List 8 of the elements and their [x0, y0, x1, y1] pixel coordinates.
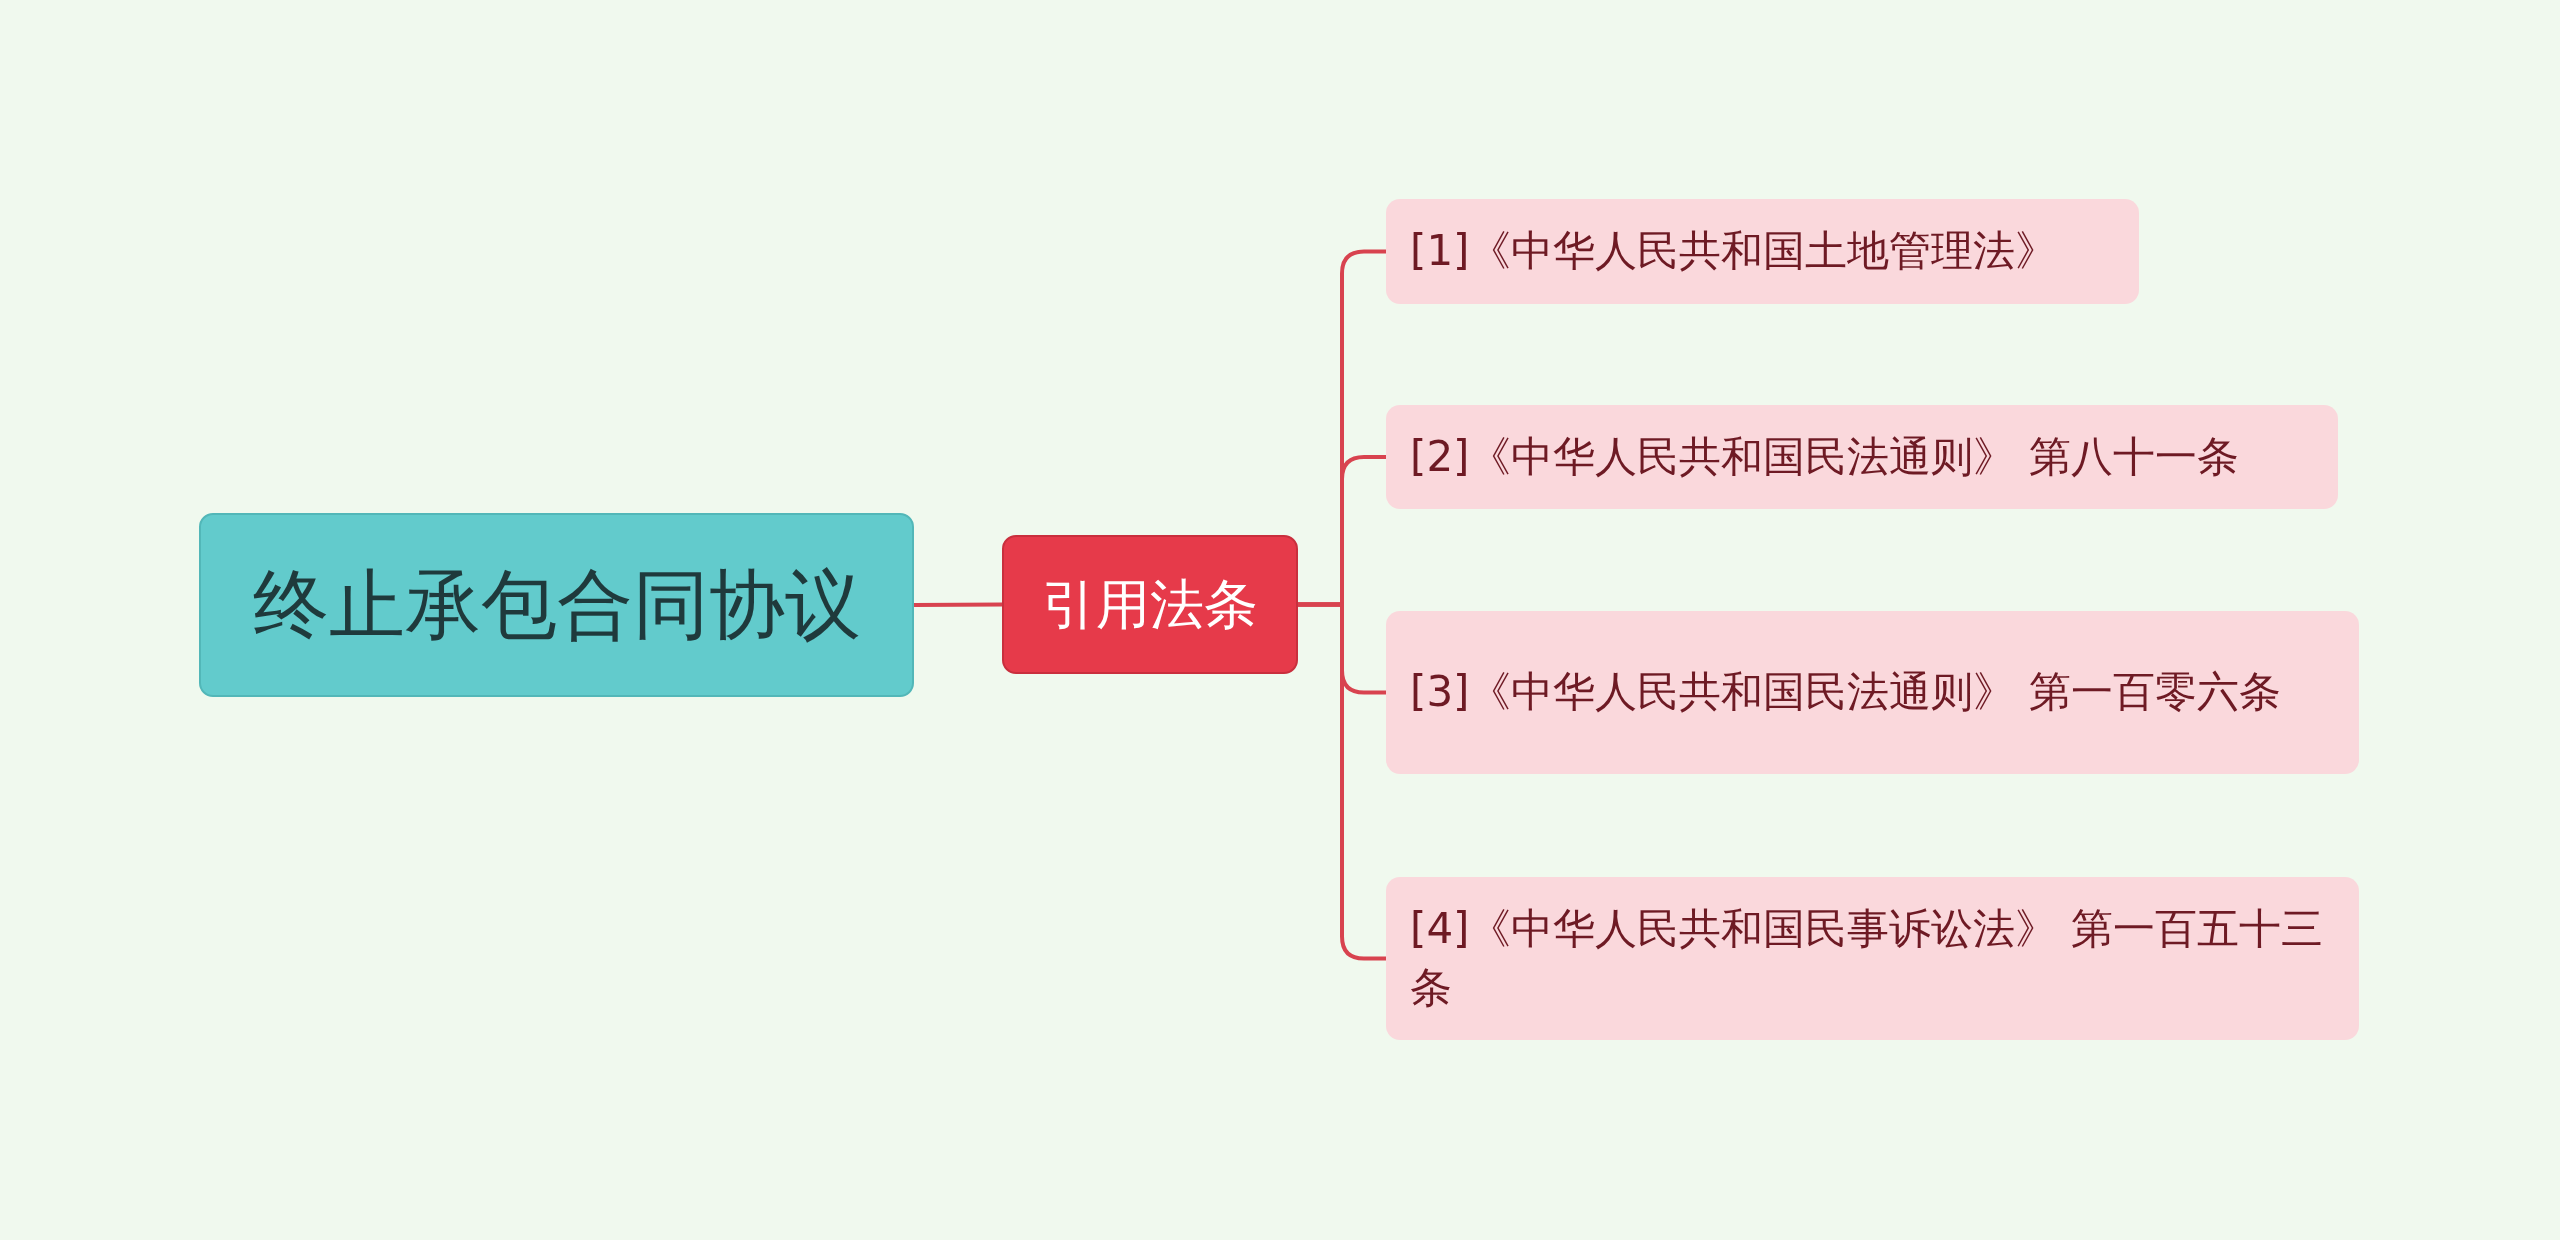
connector-line: [914, 602, 1002, 607]
subtopic-box: [4]《中华人民共和国民事诉讼法》 第一百五十三条: [1386, 877, 2359, 1040]
topic-box: 引用法条: [1002, 535, 1298, 674]
subtopic-box: [1]《中华人民共和国土地管理法》: [1386, 199, 2139, 304]
subtopic-box: [2]《中华人民共和国民法通则》 第八十一条: [1386, 405, 2338, 509]
connector-line: [1298, 602, 1386, 961]
subtopic-box: [3]《中华人民共和国民法通则》 第一百零六条: [1386, 611, 2359, 774]
root-topic-box: 终止承包合同协议: [199, 513, 914, 697]
